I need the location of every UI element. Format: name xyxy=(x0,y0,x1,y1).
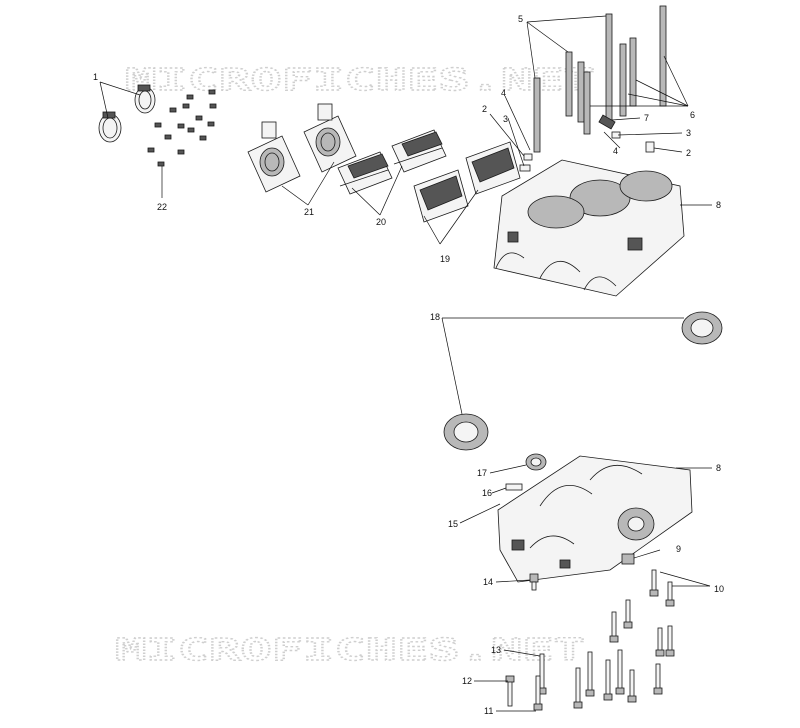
callout-8-lower: 8 xyxy=(716,463,721,473)
case-bolt-short xyxy=(529,573,539,591)
callout-12: 12 xyxy=(462,676,472,686)
callout-11: 11 xyxy=(484,706,493,716)
callout-4-right: 4 xyxy=(613,146,618,156)
watermark-bottom: MICROFICHES.NET xyxy=(115,633,585,668)
dowel-pin xyxy=(505,483,523,491)
callout-labels: 1 2 2 3 3 4 4 5 6 7 8 8 9 10 11 12 13 14… xyxy=(93,14,724,716)
callout-1: 1 xyxy=(93,72,98,82)
case-bolts xyxy=(505,569,675,711)
crankcase-upper xyxy=(493,159,685,297)
callout-21: 21 xyxy=(304,207,314,217)
hose-clamps xyxy=(98,84,156,143)
callout-9: 9 xyxy=(676,544,681,554)
callout-14: 14 xyxy=(483,577,493,587)
plug xyxy=(621,553,635,565)
fittings xyxy=(519,114,655,172)
callout-10: 10 xyxy=(714,584,724,594)
callout-6: 6 xyxy=(690,110,695,120)
callout-22: 22 xyxy=(157,202,167,212)
callout-2-right: 2 xyxy=(686,148,691,158)
callout-5: 5 xyxy=(518,14,523,24)
watermark-top: MICROFICHES.NET xyxy=(125,63,595,98)
leader-lines xyxy=(99,15,712,712)
crankcase-lower xyxy=(497,455,693,583)
callout-15: 15 xyxy=(448,519,458,529)
reed-blocks xyxy=(337,129,447,195)
callout-2-upper: 2 xyxy=(482,104,487,114)
callout-3-upper: 3 xyxy=(503,114,508,124)
callout-17: 17 xyxy=(477,468,487,478)
intake-adapters xyxy=(247,103,357,193)
reed-cages xyxy=(413,141,521,223)
callout-3-right: 3 xyxy=(686,128,691,138)
callout-7: 7 xyxy=(644,113,649,123)
small-screws xyxy=(147,89,217,167)
callout-13: 13 xyxy=(491,645,501,655)
bushing-bore xyxy=(530,457,542,467)
callout-19: 19 xyxy=(440,254,450,264)
cylinder-studs xyxy=(533,5,667,153)
callout-18: 18 xyxy=(430,312,440,322)
callout-20: 20 xyxy=(376,217,386,227)
callout-16: 16 xyxy=(482,488,492,498)
callout-8-upper: 8 xyxy=(716,200,721,210)
crank-seals xyxy=(443,311,723,451)
callout-4-upper: 4 xyxy=(501,88,506,98)
